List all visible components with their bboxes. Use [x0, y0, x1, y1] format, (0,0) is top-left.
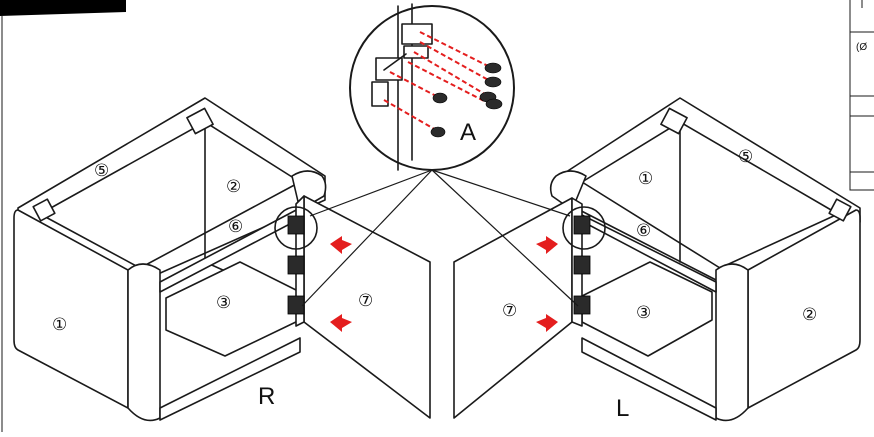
detail-label: A — [460, 119, 476, 146]
part-label-1-right: ① — [638, 169, 653, 188]
hinge-icon — [287, 215, 305, 235]
push-arrow-icon — [536, 236, 558, 254]
hinge-icon — [573, 215, 591, 235]
part-label-1-left: ① — [52, 315, 67, 334]
screw-icon — [430, 62, 503, 138]
part-label-5-right: ⑤ — [738, 147, 753, 166]
part-label-7-left: ⑦ — [358, 291, 373, 310]
spec-table-text: (Ø — [856, 42, 867, 53]
push-arrow-icon — [330, 236, 352, 254]
hinge-icon — [287, 255, 305, 275]
part-label-2-left: ② — [226, 177, 241, 196]
header-tab — [0, 0, 126, 16]
cabinet-left — [549, 97, 861, 422]
part-label-3-right: ③ — [636, 303, 651, 322]
cabinet-right — [13, 97, 327, 422]
hinge-callout-circle — [562, 206, 606, 250]
part-label-5-left: ⑤ — [94, 161, 109, 180]
door-right — [274, 195, 431, 419]
part-label-6-left: ⑥ — [228, 217, 243, 236]
hinge-callout-circle — [274, 206, 318, 250]
hinge-icon — [287, 295, 305, 315]
detail-a: A — [349, 3, 515, 171]
door-left — [453, 197, 606, 419]
part-label-2-right: ② — [802, 305, 817, 324]
side-label-r: R — [258, 383, 275, 410]
push-arrow-icon — [536, 314, 558, 332]
part-label-3-left: ③ — [216, 293, 231, 312]
side-label-l: L — [616, 395, 629, 422]
hinge-icon — [573, 295, 591, 315]
hinge-icon — [573, 255, 591, 275]
detail-leaders — [301, 169, 579, 307]
spec-table-fragment: (Ø — [849, 0, 874, 191]
part-label-6-right: ⑥ — [636, 221, 651, 240]
push-arrow-icon — [330, 314, 352, 332]
part-label-7-right: ⑦ — [502, 301, 517, 320]
